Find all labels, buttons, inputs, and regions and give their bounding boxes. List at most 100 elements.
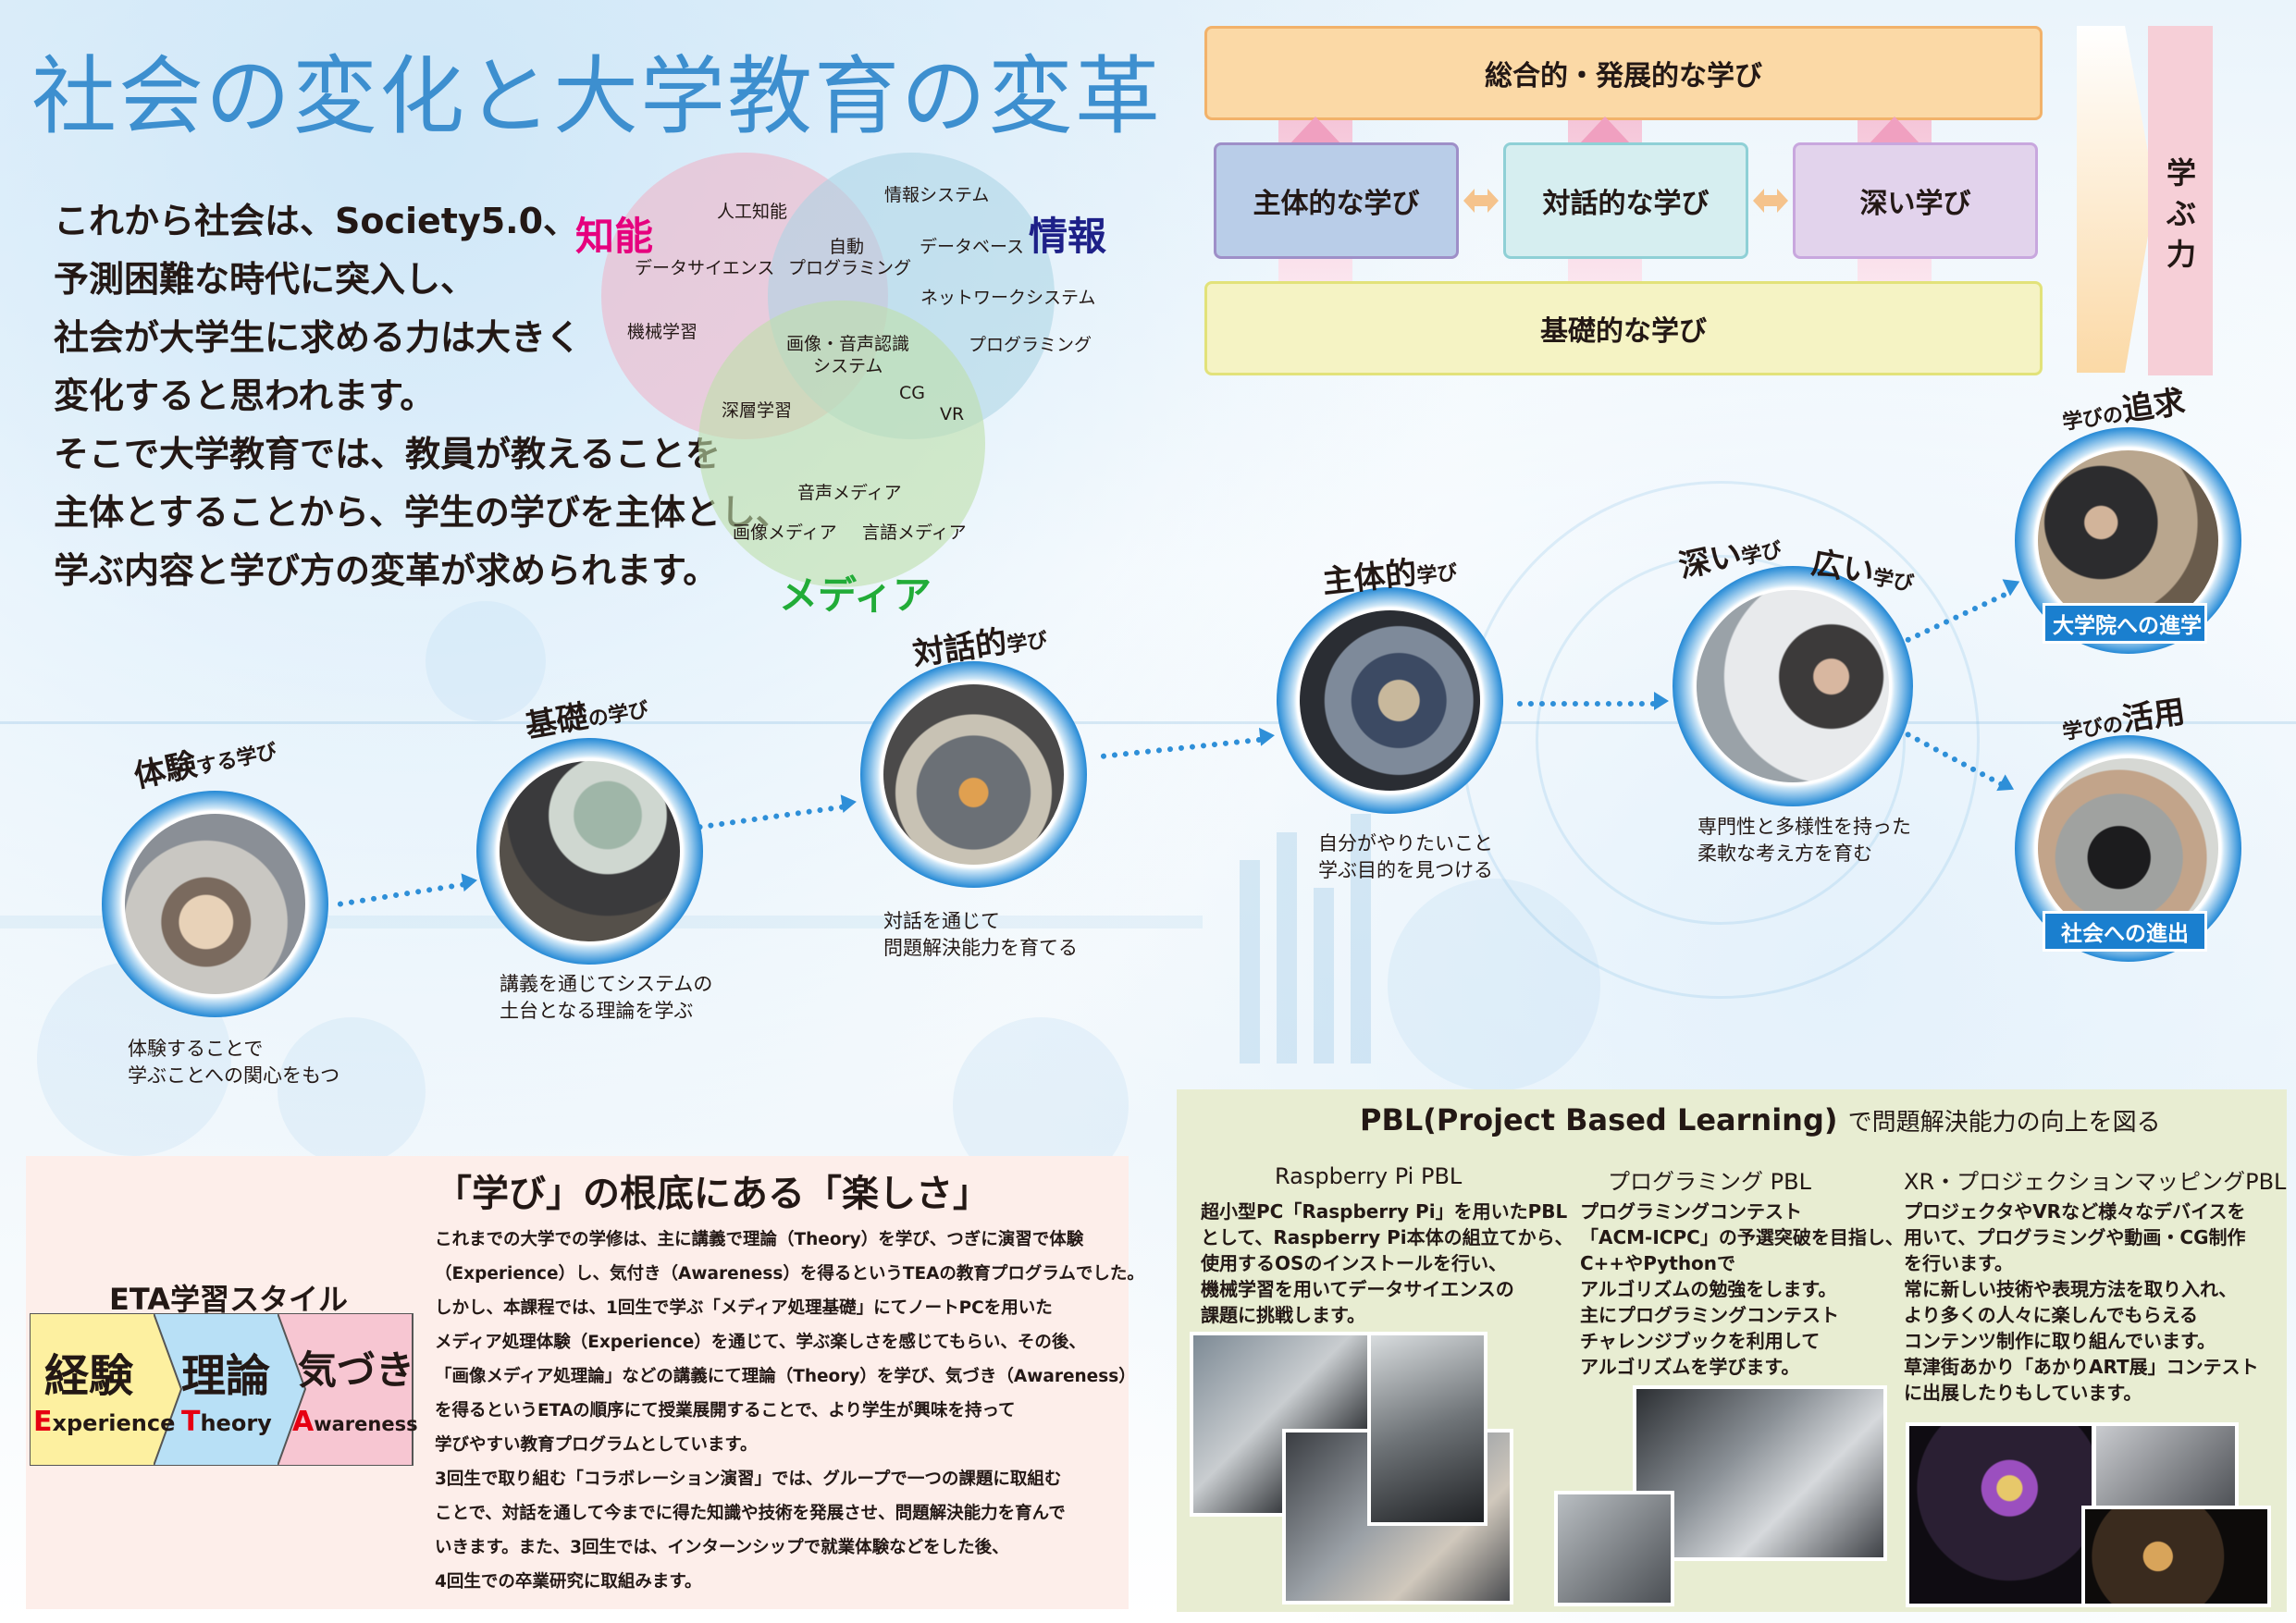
pbl-photo-raspberry-3 — [1367, 1332, 1487, 1526]
box-taiwateki: 対話的な学び — [1503, 142, 1748, 259]
venn-circle-media — [698, 301, 985, 587]
step-desc-taiwa: 対話を通じて 問題解決能力を育てる — [883, 908, 1078, 962]
venn-label: データベース — [920, 237, 1025, 257]
pbl-heading-main: PBL(Project Based Learning) — [1360, 1102, 1838, 1137]
step-title-big: 活用 — [2119, 693, 2188, 739]
pbl-text-line: アルゴリズムの勉強をします。 — [1580, 1278, 1837, 1300]
photo-taiken — [125, 814, 305, 994]
pbl-photo-xr-2 — [2092, 1422, 2239, 1517]
eta-en-theory: Theory — [181, 1406, 272, 1438]
step-title-taiken: 体験する学び — [130, 722, 280, 796]
gakuryoku-char: 力 — [2166, 237, 2196, 272]
step-desc-line: 土台となる理論を学ぶ — [500, 1000, 694, 1022]
eta-en-experience: Experience — [33, 1406, 175, 1438]
pbl-text-line: プロジェクタやVRなど様々なデバイスを — [1904, 1200, 2246, 1223]
badge-daigakuin: 大学院への進学 — [2043, 603, 2207, 644]
step-title-kiso: 基礎の学び — [521, 680, 650, 746]
step-desc-shutai: 自分がやりたいこと 学ぶ目的を見つける — [1318, 830, 1493, 884]
bg-bar — [1277, 832, 1297, 1064]
pbl-text-line: 機械学習を用いてデータサイエンスの — [1201, 1278, 1514, 1300]
double-arrow-icon — [1753, 189, 1788, 213]
arrow-up-icon — [1579, 117, 1631, 144]
step-desc-line: 体験することで — [128, 1038, 264, 1060]
pbl-heading-sub: で問題解決能力の向上を図る — [1847, 1109, 2161, 1137]
step-title-small: 学び — [1739, 538, 1784, 570]
step-title-small: 学び — [1005, 628, 1050, 658]
eta-body-line: ことで、対話を通して今までに得た知識や技術を発展させ、問題解決能力を育んで — [435, 1504, 1066, 1523]
eta-en-rest: xperience — [52, 1410, 176, 1436]
pbl-text-line: 超小型PC「Raspberry Pi」を用いたPBL — [1201, 1200, 1568, 1223]
eta-body-line: これまでの大学での学修は、主に講義で理論（Theory）を学び、つぎに演習で体験 — [435, 1230, 1084, 1249]
step-title-tsuikyu: 学びの追求 — [2058, 376, 2188, 438]
step-title-small: 学びの — [2060, 403, 2125, 436]
eta-chevron-awareness — [276, 1312, 414, 1467]
venn-label: VR — [940, 404, 965, 424]
photo-katsuyo — [2038, 758, 2218, 939]
venn-label: 画像・音声認識 — [786, 334, 910, 354]
arrow-gradient — [2068, 26, 2155, 373]
venn-label: プログラミング — [788, 258, 912, 278]
pbl-text-line: に出展したりもしています。 — [1904, 1382, 2142, 1404]
venn-label: 音声メディア — [797, 483, 902, 503]
pbl-text-line: C++やPythonで — [1580, 1252, 1736, 1274]
venn-label: 自動 — [829, 237, 865, 257]
arrow-right-icon — [461, 870, 479, 892]
eta-en-rest: heory — [200, 1410, 272, 1436]
step-title-small: 学びの — [2060, 713, 2125, 745]
step-title-shutai: 主体的学び — [1320, 543, 1459, 602]
intro-line: 社会が大学生に求める力は大きく — [54, 317, 582, 358]
step-desc-line: 柔軟な考え方を育む — [1697, 842, 1872, 865]
step-title-big: 体験 — [130, 745, 201, 796]
pbl-text-line: 草津街あかり「あかりART展」コンテスト — [1904, 1356, 2259, 1378]
intro-text: これから社会は、Society5.0、 予測困難な時代に突入し、 社会が大学生に… — [54, 192, 791, 600]
venn-label: 言語メディア — [862, 523, 967, 543]
box-shutaiteki: 主体的な学び — [1214, 142, 1459, 259]
eta-body-line: いきます。また、3回生では、インターンシップで就業体験などをした後、 — [435, 1538, 1009, 1557]
arrow-up-icon — [1869, 117, 1920, 144]
bg-line — [0, 721, 2296, 724]
pbl-text-line: を行います。 — [1904, 1252, 2013, 1274]
pbl-col-title-raspberry: Raspberry Pi PBL — [1275, 1163, 1463, 1189]
eta-body-line: 3回生で取り組む「コラボレーション演習」では、グループで一つの課題に取組む — [435, 1469, 1062, 1489]
venn-label: システム — [813, 356, 883, 376]
pbl-text-line: 「ACM-ICPC」の予選突破を目指し、 — [1580, 1226, 1904, 1248]
bg-bubble — [278, 1017, 426, 1165]
pbl-text-line: として、Raspberry Pi本体の組立てから、 — [1201, 1226, 1574, 1248]
badge-shakai: 社会への進出 — [2043, 911, 2207, 952]
venn-label: 画像メディア — [733, 523, 837, 543]
pbl-text-line: アルゴリズムを学びます。 — [1580, 1356, 1800, 1378]
bg-bubble — [426, 601, 546, 721]
pbl-photo-programming-2 — [1554, 1491, 1674, 1606]
pbl-col-text-programming: プログラミングコンテスト 「ACM-ICPC」の予選突破を目指し、 C++やPy… — [1580, 1199, 1904, 1380]
gakuryoku-label: 学 ぶ 力 — [2163, 153, 2200, 275]
photo-fukai-hiroi — [1697, 590, 1889, 782]
eta-body-line: メディア処理体験（Experience）を通じて、学ぶ楽しさを感じてもらい、その… — [435, 1333, 1086, 1352]
step-desc-line: 学ぶことへの関心をもつ — [128, 1064, 340, 1087]
intro-line: 学ぶ内容と学び方の変革が求められます。 — [54, 550, 719, 591]
pbl-text-line: プログラミングコンテスト — [1580, 1200, 1802, 1223]
photo-kiso — [500, 761, 680, 941]
pbl-photo-xr-1 — [1906, 1422, 2095, 1607]
step-desc-line: 講義を通じてシステムの — [500, 973, 713, 995]
pbl-col-title-programming: プログラミング PBL — [1608, 1169, 1811, 1195]
eta-kanji-awareness: 気づき — [298, 1347, 415, 1393]
step-desc-taiken: 体験することで 学ぶことへの関心をもつ — [128, 1036, 339, 1089]
bg-bar — [1314, 888, 1334, 1064]
gakuryoku-bar — [2148, 26, 2213, 375]
eta-en-first: A — [292, 1406, 315, 1438]
step-desc-fukai-hiroi: 専門性と多様性を持った 柔軟な考え方を育む — [1697, 814, 1911, 867]
pbl-col-text-raspberry: 超小型PC「Raspberry Pi」を用いたPBL として、Raspberry… — [1201, 1199, 1574, 1328]
pbl-text-line: 常に新しい技術や表現方法を取り入れ、 — [1904, 1278, 2238, 1300]
pbl-text-line: 用いて、プログラミングや動画・CG制作 — [1904, 1226, 2246, 1248]
intro-line: 主体とすることから、学生の学びを主体とし、 — [54, 492, 791, 533]
eta-en-awareness: Awareness — [292, 1406, 418, 1438]
arrow-right-icon — [1258, 726, 1277, 746]
step-desc-line: 専門性と多様性を持った — [1697, 816, 1911, 838]
step-title-big: 追求 — [2119, 383, 2188, 429]
venn-label: CG — [899, 383, 925, 403]
arrow-up-icon — [1290, 117, 1341, 144]
eta-body-line: 学びやすい教育プログラムとしています。 — [435, 1435, 758, 1455]
gakuryoku-char: ぶ — [2166, 196, 2196, 231]
step-title-small: 学び — [1415, 560, 1459, 589]
double-arrow-icon — [1463, 189, 1499, 213]
